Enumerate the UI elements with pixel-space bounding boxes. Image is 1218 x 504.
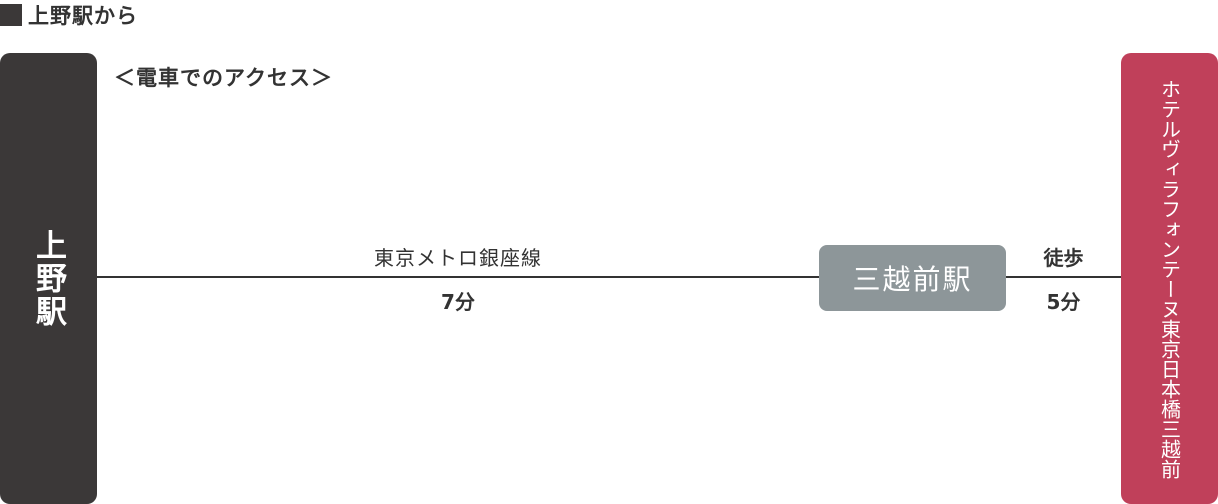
heading-square-marker	[0, 4, 22, 26]
transfer-station-box: 三越前駅	[819, 245, 1006, 311]
heading-text: 上野駅から	[28, 4, 138, 28]
walk-travel-time: 5分	[1046, 290, 1081, 314]
access-label: ＜電車でのアクセス＞	[114, 66, 333, 90]
destination-hotel-name: ホテルヴィラフォンテーヌ東京日本橋三越前	[1157, 78, 1182, 479]
train-line-name: 東京メトロ銀座線	[374, 246, 542, 270]
origin-station-name: 上野駅	[30, 229, 66, 328]
train-travel-time: 7分	[441, 290, 475, 314]
transfer-station-name: 三越前駅	[852, 263, 973, 296]
destination-hotel-block: ホテルヴィラフォンテーヌ東京日本橋三越前	[1121, 53, 1218, 504]
section-heading: 上野駅から	[0, 2, 138, 28]
walk-mode-label: 徒歩	[1043, 246, 1084, 270]
origin-station-block: 上野駅	[0, 53, 97, 504]
train-route-line	[97, 276, 819, 278]
walk-route-line	[1006, 276, 1121, 278]
